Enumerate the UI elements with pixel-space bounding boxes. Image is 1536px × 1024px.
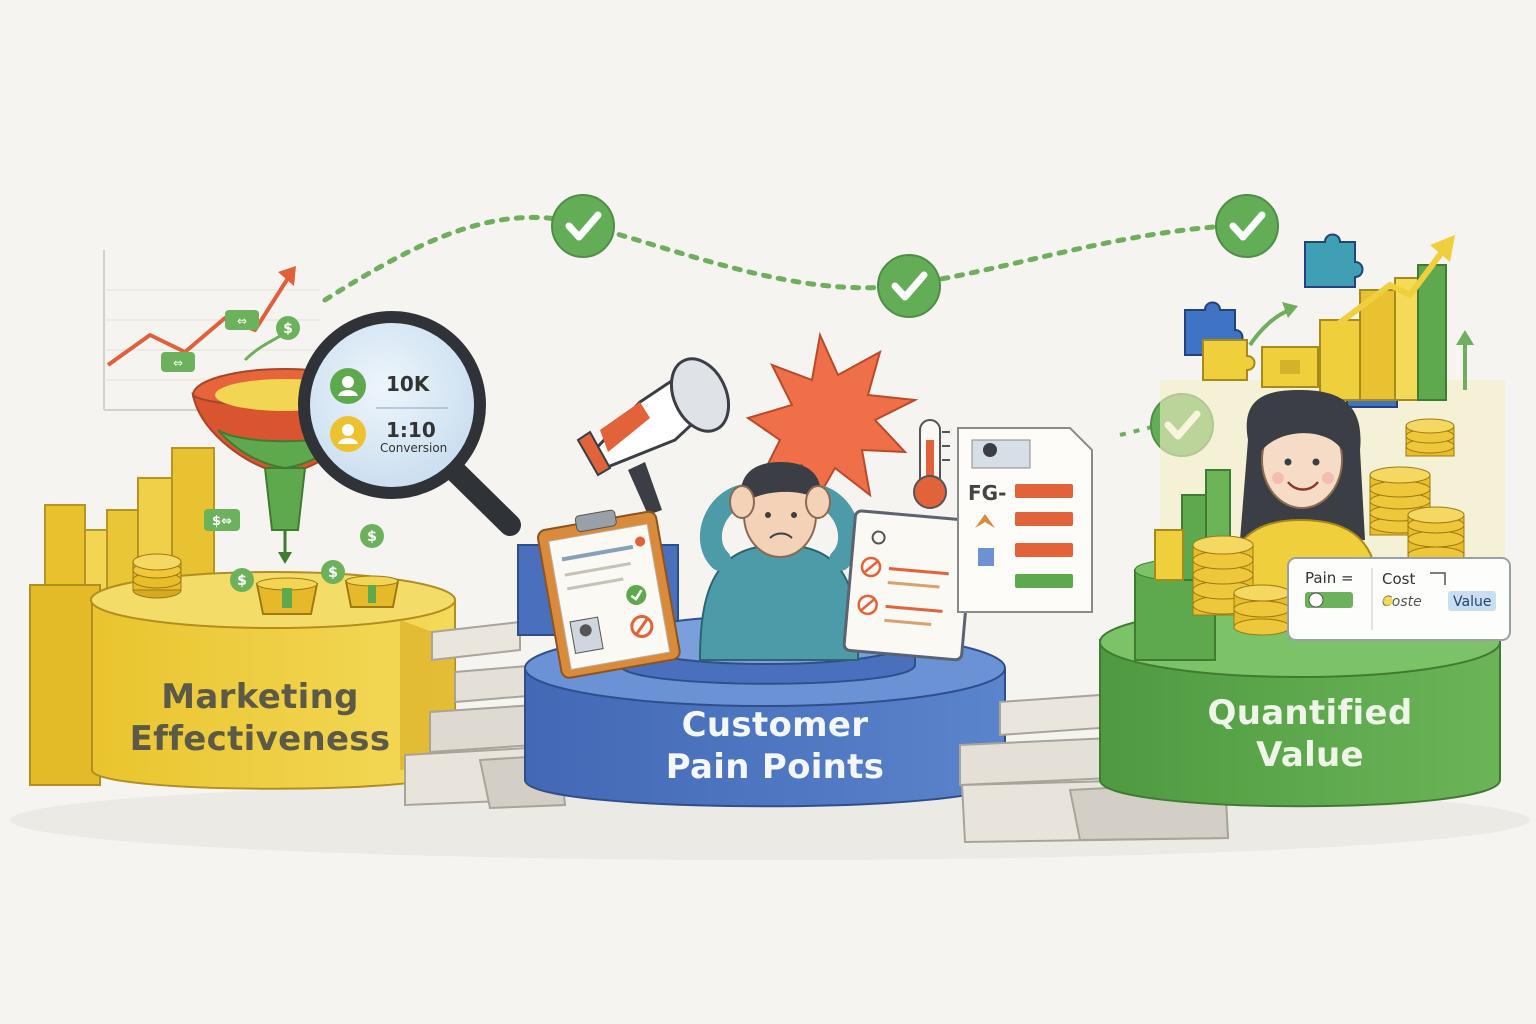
magnifier-icon xyxy=(298,311,521,536)
lens-conversion-value: 1:10 xyxy=(386,418,436,442)
growth-arrow-small xyxy=(1248,308,1291,347)
checkmark-icon xyxy=(1215,194,1279,258)
checkmark-icon xyxy=(551,194,615,258)
value-formula-card: Pain = Cost Coste Value xyxy=(1287,557,1511,641)
trend-up-arrow xyxy=(106,273,292,367)
coin-stack-icon xyxy=(1192,535,1254,616)
label-line: Quantified xyxy=(1207,693,1413,733)
lens-conversion-label: Conversion xyxy=(380,441,448,455)
customer-pain-points-label: Customer Pain Points xyxy=(620,704,930,788)
label-line: Value xyxy=(1256,735,1364,775)
svg-text:$: $ xyxy=(367,529,377,545)
clipboard-icon xyxy=(537,509,681,679)
value-card-value-label: Value xyxy=(1453,594,1491,610)
coin-stack-icon xyxy=(1405,418,1455,457)
growth-arrow xyxy=(1328,246,1448,333)
progress-dotted-path xyxy=(322,214,1248,303)
money-tag-icon: ⇔ xyxy=(161,352,195,372)
svg-text:$⇔: $⇔ xyxy=(212,514,232,529)
user-icon xyxy=(330,416,366,452)
value-card-cost-label: Cost xyxy=(1382,570,1415,588)
coin-stack-icon xyxy=(1233,584,1291,636)
label-line: Customer xyxy=(681,705,869,745)
money-tag-icon: $⇔ xyxy=(204,509,240,531)
value-card-pain-label: Pain = xyxy=(1305,569,1354,587)
report-sheet-icon: FG- xyxy=(957,427,1093,613)
dollar-coin-icon: $ xyxy=(321,560,345,584)
svg-text:$: $ xyxy=(237,573,247,589)
marketing-effectiveness-label: Marketing Effectiveness xyxy=(110,676,410,760)
label-line: Effectiveness xyxy=(129,719,391,759)
svg-text:$: $ xyxy=(328,565,338,581)
dollar-coin-icon: $ xyxy=(276,316,300,340)
report-sheet-label: FG- xyxy=(968,481,1006,505)
label-line: Pain Points xyxy=(665,747,885,787)
dollar-coin-icon: $ xyxy=(360,524,384,548)
checkmark-icon xyxy=(877,254,941,318)
puzzle-icon xyxy=(1202,339,1256,381)
stairs-left xyxy=(404,620,567,810)
user-icon xyxy=(330,368,366,404)
label-line: Marketing xyxy=(161,677,359,717)
bar-chart-growth xyxy=(1319,264,1447,401)
svg-text:$: $ xyxy=(283,321,293,337)
dollar-coin-icon: $ xyxy=(230,568,254,592)
money-tag-icon: ⇔ xyxy=(225,310,259,330)
svg-text:⇔: ⇔ xyxy=(173,356,183,370)
coin-stack-icon xyxy=(1407,506,1465,566)
svg-text:⇔: ⇔ xyxy=(237,314,247,328)
lens-reach-value: 10K xyxy=(386,372,430,396)
puzzle-icon xyxy=(1261,346,1319,388)
coin-pot-icon xyxy=(255,577,319,615)
checklist-icon xyxy=(842,509,975,662)
puzzle-icon xyxy=(1304,233,1364,288)
coin-stack-icon xyxy=(132,553,182,599)
thermometer-icon xyxy=(913,419,950,509)
quantified-value-label: Quantified Value xyxy=(1180,692,1440,776)
coin-pot-icon xyxy=(344,575,400,608)
megaphone-icon xyxy=(576,357,731,515)
stressed-person-avatar xyxy=(698,462,860,661)
